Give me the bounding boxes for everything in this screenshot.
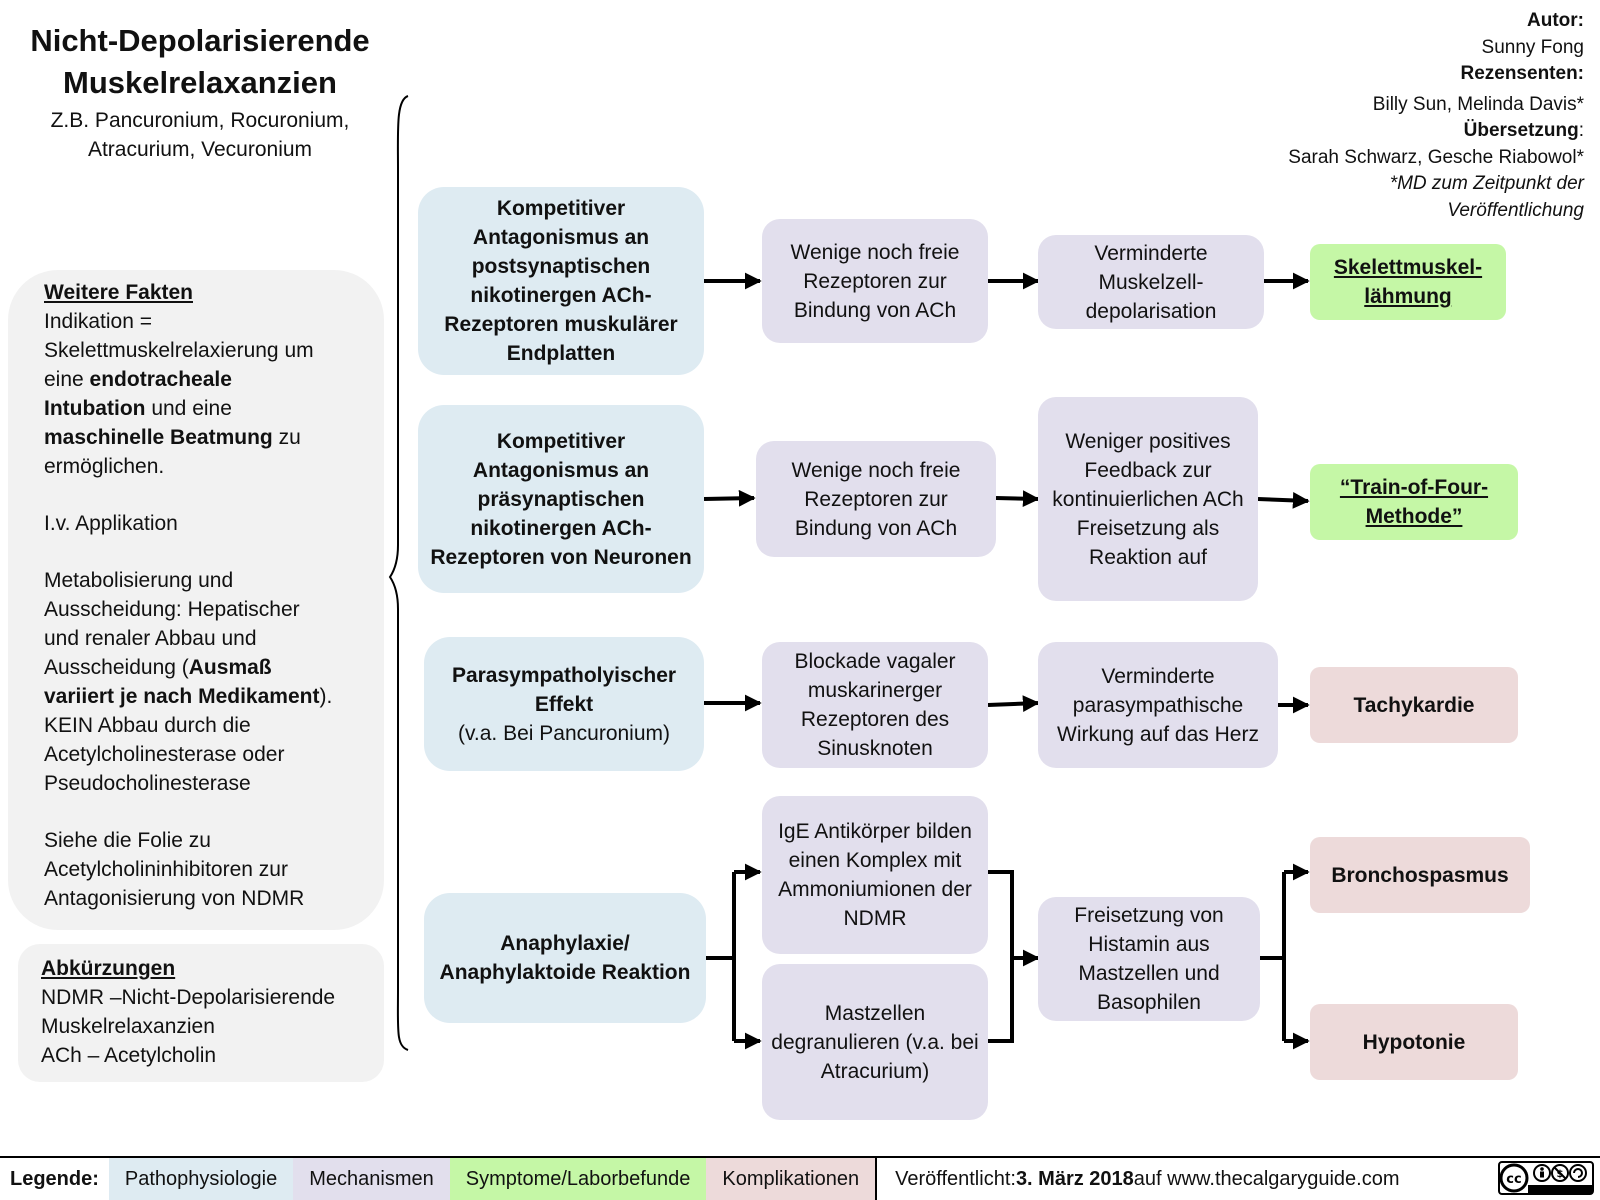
published-date: 3. März 2018: [1015, 1167, 1134, 1190]
node-parasympatholytic-note: (v.a. Bei Pancuronium): [457, 721, 671, 745]
subtitle-line-2: Atracurium, Vecuronium: [87, 138, 313, 161]
legend-bar: Legende: Pathophysiologie Mechanismen Sy…: [0, 1156, 1600, 1200]
note-line-2: Veröffentlichung: [1447, 199, 1584, 221]
arrow-p2-m2: [703, 489, 756, 507]
node-reduced-feedback: Weniger positives Feedback zur kontinuie…: [1038, 397, 1258, 601]
legend-label: Legende:: [10, 1167, 99, 1190]
arrow-n2-s2: [1257, 492, 1310, 509]
facts-see-2: Acetylcholininhibitoren zur: [44, 858, 288, 881]
title-line-2: Muskelrelaxanzien: [63, 65, 337, 100]
facts-metab-6: KEIN Abbau durch die: [44, 714, 251, 737]
facts-metab-8: Pseudocholinesterase: [44, 772, 251, 795]
svg-text:cc: cc: [1506, 1172, 1521, 1187]
arrow-m2-n2: [995, 490, 1040, 508]
published-suffix: auf www.thecalgaryguide.com: [1133, 1167, 1400, 1190]
node-ige-complex: IgE Antikörper bilden einen Komplex mit …: [762, 796, 988, 954]
node-parasympatholytic-title: Parasympatholyischer Effekt: [451, 663, 677, 716]
facts-text: zu: [272, 426, 301, 449]
node-bronchospasm: Bronchospasmus: [1310, 837, 1530, 913]
node-histamine-release: Freisetzung von Histamin aus Mastzellen …: [1038, 897, 1260, 1021]
facts-bold: Ausmaß: [188, 656, 272, 679]
facts-iv: I.v. Applikation: [44, 512, 178, 535]
node-anaphylaxis: Anaphylaxie/ Anaphylaktoide Reaktion: [424, 893, 706, 1023]
facts-indication-5: maschinelle Beatmung zu: [44, 423, 358, 452]
facts-metab-7: Acetylcholinesterase oder: [44, 743, 285, 766]
legend-pathophysiology: Pathophysiologie: [108, 1158, 294, 1200]
facts-metab-3: und renaler Abbau und: [44, 627, 257, 650]
facts-bold: maschinelle Beatmung: [44, 426, 273, 449]
reviewers-names: Billy Sun, Melinda Davis*: [1372, 93, 1584, 115]
abbreviation-line-1: NDMR –Nicht-Depolarisierende: [41, 986, 336, 1009]
node-skeletal-muscle-paralysis: Skelettmuskel-lähmung: [1310, 244, 1506, 320]
node-train-of-four: “Train-of-Four-Methode”: [1310, 464, 1518, 540]
abbreviations-heading: Abkürzungen: [41, 957, 176, 980]
node-reduced-depolarisation: Verminderte Muskelzell-depolarisation: [1038, 235, 1264, 329]
abbreviations-box: Abkürzungen NDMR –Nicht-Depolarisierende…: [18, 944, 384, 1082]
connector-p4-split: [706, 872, 736, 1041]
facts-box: Weitere Fakten Indikation = Skelettmuske…: [8, 270, 384, 930]
node-mast-cell-degranulation: Mastzellen degranulieren (v.a. bei Atrac…: [762, 964, 988, 1120]
facts-bold: Intubation: [44, 397, 146, 420]
node-postsynaptic-antagonism: Kompetitiver Antagonismus an postsynapti…: [418, 187, 704, 375]
author-name: Sunny Fong: [1481, 36, 1584, 58]
facts-metab-1: Metabolisierung und: [44, 569, 234, 592]
facts-text: Ausscheidung (: [44, 656, 189, 679]
translation-label: Übersetzung: [1463, 120, 1579, 141]
legend-complications: Komplikationen: [706, 1158, 878, 1200]
creative-commons-icon: cc $: [1498, 1161, 1594, 1195]
node-few-free-receptors-1: Wenige noch freie Rezeptoren zur Bindung…: [762, 219, 988, 343]
node-reduced-parasympathetic: Verminderte parasympathische Wirkung auf…: [1038, 642, 1278, 768]
curly-brace: [388, 95, 409, 1051]
facts-see-3: Antagonisierung von NDMR: [44, 887, 305, 910]
facts-metab-5: variiert je nach Medikament).: [44, 682, 358, 711]
node-presynaptic-antagonism: Kompetitiver Antagonismus an präsynaptis…: [418, 405, 704, 593]
connector-n4-split: [1260, 872, 1286, 1041]
title-line-1: Nicht-Depolarisierende: [30, 23, 370, 58]
facts-text: und eine: [145, 397, 232, 420]
abbreviation-line-2: Muskelrelaxanzien: [41, 1015, 215, 1038]
facts-indication-3: eine endotracheale: [44, 365, 358, 394]
facts-text: ).: [319, 685, 333, 708]
facts-bold: variiert je nach Medikament: [44, 685, 320, 708]
published-prefix: Veröffentlicht:: [895, 1167, 1016, 1190]
node-hypotension: Hypotonie: [1310, 1004, 1518, 1080]
published-info: Veröffentlicht: 3. März 2018 auf www.the…: [877, 1158, 1411, 1200]
facts-text: eine: [44, 368, 90, 391]
node-parasympatholytic-effect: Parasympatholyischer Effekt (v.a. Bei Pa…: [424, 637, 704, 771]
legend-mechanisms: Mechanismen: [293, 1158, 450, 1200]
translators-names: Sarah Schwarz, Gesche Riabowol*: [1288, 146, 1584, 168]
facts-bold: endotracheale: [89, 368, 232, 391]
facts-heading: Weitere Fakten: [44, 281, 193, 304]
subtitle: Z.B. Pancuronium, Rocuronium, Atracurium…: [10, 106, 390, 164]
facts-indication-6: ermöglichen.: [44, 455, 165, 478]
node-tachycardia: Tachykardie: [1310, 667, 1518, 743]
facts-metab-4: Ausscheidung (Ausmaß: [44, 653, 358, 682]
abbreviation-line-3: ACh – Acetylcholin: [41, 1044, 217, 1067]
svg-text:$: $: [1557, 1169, 1564, 1180]
translation-row: Übersetzung:: [1164, 118, 1584, 145]
facts-indication-1: Indikation =: [44, 310, 152, 333]
credits: Autor: Sunny Fong Rezensenten: Billy Sun…: [1164, 8, 1584, 224]
node-vagal-blockade: Blockade vagaler muskarinerger Rezeptore…: [762, 642, 988, 768]
facts-indication-2: Skelettmuskelrelaxierung um: [44, 339, 314, 362]
node-few-free-receptors-2: Wenige noch freie Rezeptoren zur Bindung…: [756, 441, 996, 557]
subtitle-line-1: Z.B. Pancuronium, Rocuronium,: [50, 109, 350, 132]
translation-colon: :: [1578, 120, 1584, 141]
facts-see-1: Siehe die Folie zu: [44, 829, 211, 852]
arrow-m3-n3: [987, 695, 1040, 712]
page-title: Nicht-Depolarisierende Muskelrelaxanzien: [10, 20, 390, 104]
legend-symptoms: Symptome/Laborbefunde: [449, 1158, 707, 1200]
author-label: Autor:: [1527, 10, 1584, 31]
facts-indication-4: Intubation und eine: [44, 394, 358, 423]
facts-metab-2: Ausscheidung: Hepatischer: [44, 598, 300, 621]
note-line-1: *MD zum Zeitpunkt der: [1389, 173, 1584, 194]
reviewers-label: Rezensenten:: [1460, 63, 1584, 84]
